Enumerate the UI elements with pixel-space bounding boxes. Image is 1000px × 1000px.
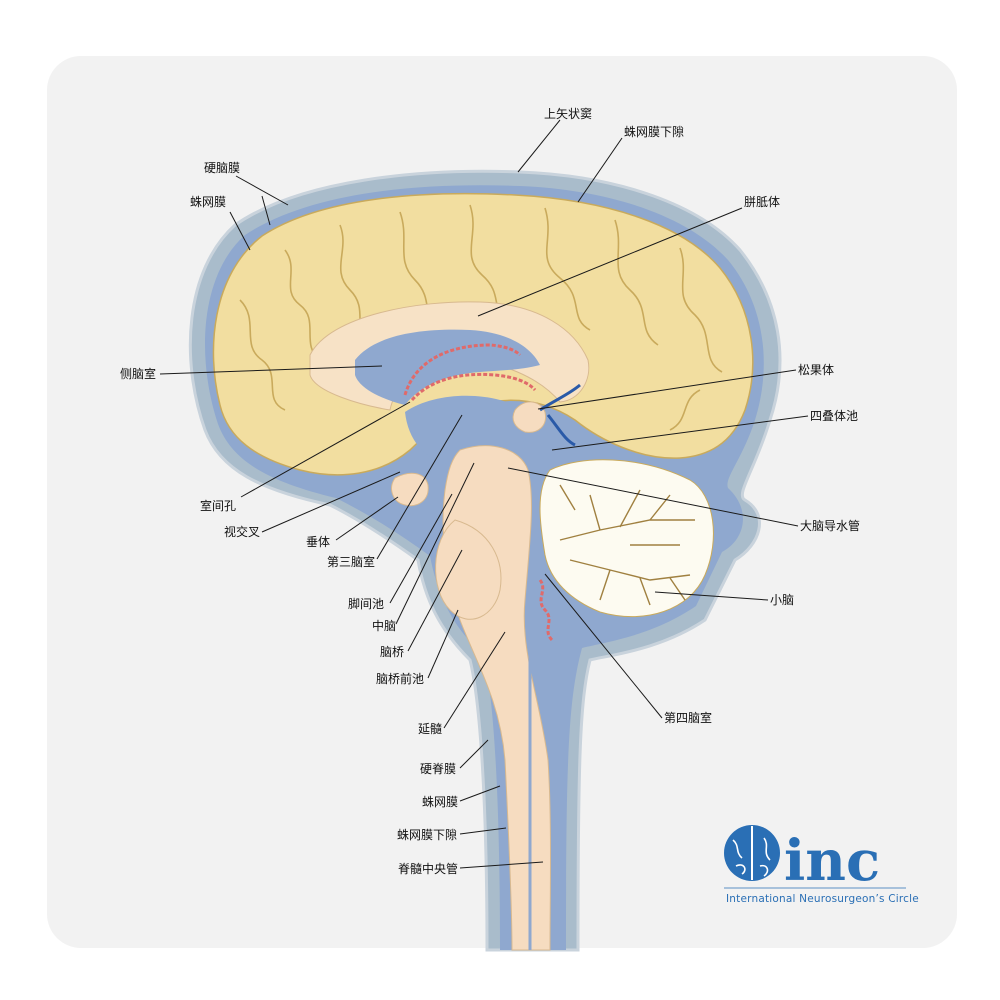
label-cerebellum: 小脑 xyxy=(770,593,794,607)
label-subarachnoid-space-top: 蛛网膜下隙 xyxy=(624,124,684,139)
label-superior-sagittal-sinus: 上矢状窦 xyxy=(544,107,592,121)
brain-logo-icon xyxy=(724,825,780,881)
fourth-ventricle-plexus xyxy=(538,579,554,642)
label-corpus-callosum: 胼胝体 xyxy=(744,194,780,209)
inc-logo: inc International Neurosurgeon’s Circle xyxy=(724,825,919,905)
label-central-canal: 脊髓中央管 xyxy=(398,861,458,876)
logo-tagline: International Neurosurgeon’s Circle xyxy=(726,893,919,905)
label-cerebral-aqueduct: 大脑导水管 xyxy=(800,518,860,533)
label-spinal-dura: 硬脊膜 xyxy=(420,762,456,776)
label-midbrain: 中脑 xyxy=(372,618,396,633)
logo-word: inc xyxy=(784,828,880,894)
label-pineal-body: 松果体 xyxy=(798,363,834,377)
pons-shape xyxy=(435,519,502,620)
label-interventricular-foramen: 室间孔 xyxy=(200,498,236,513)
label-pituitary: 垂体 xyxy=(306,535,330,549)
leader-lines xyxy=(159,119,809,869)
label-third-ventricle: 第三脑室 xyxy=(327,554,375,569)
label-dura-mater: 硬脑膜 xyxy=(204,161,240,175)
arbor-vitae xyxy=(559,484,695,606)
label-interpeduncular-cistern: 脚间池 xyxy=(348,596,384,611)
label-prepontine-cistern: 脑桥前池 xyxy=(376,671,424,686)
label-pons: 脑桥 xyxy=(380,645,404,659)
label-arachnoid-top: 蛛网膜 xyxy=(190,194,226,209)
lateral-ventricle-shape xyxy=(355,329,540,405)
label-subarachnoid-space-spine: 蛛网膜下隙 xyxy=(397,827,457,842)
label-arachnoid-spine: 蛛网膜 xyxy=(422,794,458,809)
label-quadrigeminal-cistern: 四叠体池 xyxy=(810,409,858,423)
pituitary-shape xyxy=(391,472,429,507)
label-medulla: 延髓 xyxy=(418,722,442,736)
labels: 上矢状窦 蛛网膜下隙 硬脑膜 蛛网膜 胼胝体 侧脑室 松果体 四叠体池 室间孔 … xyxy=(120,107,860,876)
pineal-body-shape xyxy=(512,401,547,433)
label-lateral-ventricle: 侧脑室 xyxy=(120,366,156,381)
label-optic-chiasm: 视交叉 xyxy=(224,524,260,539)
choroid-plexus xyxy=(403,343,537,402)
label-fourth-ventricle: 第四脑室 xyxy=(664,710,712,725)
